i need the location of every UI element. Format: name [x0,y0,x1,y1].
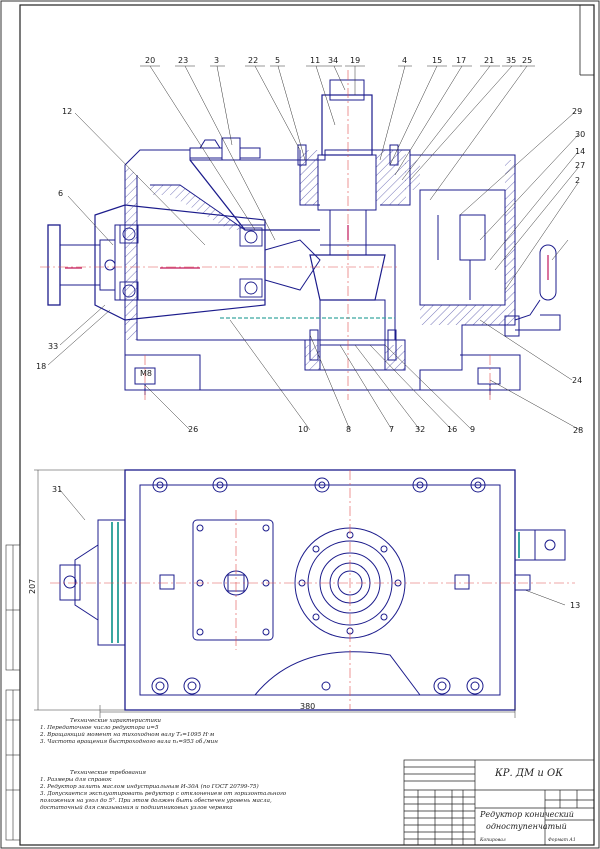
callout-3: 3 [214,56,219,65]
callout-16: 16 [447,425,457,434]
drawing-name-line1: Редуктор конический [480,810,574,819]
tech-requirement-line: 3. Допускается эксплуатировать редуктор … [40,790,287,797]
tech-requirements-block: Технические требования 1. Размеры для сп… [40,770,286,812]
height-dimension: 207 [28,579,37,594]
callout-35: 35 [506,56,516,65]
callout-4: 4 [402,56,407,65]
drawing-code: КР. ДМ и ОК [495,768,563,779]
callout-11: 11 [310,56,320,65]
callout-31: 31 [52,485,62,494]
bolt-size-label: М8 [140,369,152,378]
callout-29: 29 [572,107,582,116]
callout-19: 19 [350,56,360,65]
tech-specs-block: Технические характеристики 1. Передаточн… [40,718,218,746]
dimension-lines [34,469,516,718]
callout-7: 7 [389,425,394,434]
callout-6: 6 [58,189,63,198]
section-hatching [125,150,515,370]
tech-requirement-line: 1. Размеры для справок [40,776,112,783]
callout-15: 15 [432,56,442,65]
callout-23: 23 [178,56,188,65]
callout-8: 8 [346,425,351,434]
plan-view-bolts [151,477,486,695]
tech-requirement-line: достаточный для смазывания и подшипников… [40,804,233,811]
seal-bands [111,522,520,643]
shaft-keyways [65,225,549,280]
callout-13: 13 [570,601,580,610]
tech-spec-line: 1. Передаточное число редуктора u=5 [40,724,159,731]
callout-28: 28 [573,426,583,435]
callout-27: 27 [575,161,585,170]
callout-5: 5 [275,56,280,65]
callout-17: 17 [456,56,466,65]
tech-requirement-line: 2. Редуктор залить маслом индустриальным… [40,783,259,790]
tech-requirements-heading: Технические требования [70,770,146,776]
centerlines-plan [50,470,575,710]
drawing-name-line2: одноступенчатый [486,822,567,831]
callout-32: 32 [415,425,425,434]
callout-14: 14 [575,147,585,156]
tech-spec-line: 3. Частота вращения быстроходного вала n… [40,738,218,745]
format-label: Формат А1 [548,838,576,843]
leader-lines [47,65,581,606]
tech-specs-heading: Технические характеристики [70,718,161,724]
callout-20: 20 [145,56,155,65]
callout-2: 2 [575,176,580,185]
callout-34: 34 [328,56,338,65]
tech-spec-line: 2. Вращающий момент на тихоходном валу T… [40,731,215,738]
callout-22: 22 [248,56,258,65]
callout-21: 21 [484,56,494,65]
copied-label: Копировал [480,838,506,843]
callout-30: 30 [575,130,585,139]
drawing-frame [19,4,595,846]
callout-9: 9 [470,425,475,434]
callout-18: 18 [36,362,46,371]
tech-requirement-line: положения на угол до 5°. При этом должен… [40,797,272,804]
title-block [403,759,595,846]
left-margin-strip [5,544,21,841]
width-dimension: 380 [300,702,315,711]
callout-25: 25 [522,56,532,65]
callout-24: 24 [572,376,582,385]
callout-33: 33 [48,342,58,351]
callout-10: 10 [298,425,308,434]
callout-12: 12 [62,107,72,116]
callout-26: 26 [188,425,198,434]
